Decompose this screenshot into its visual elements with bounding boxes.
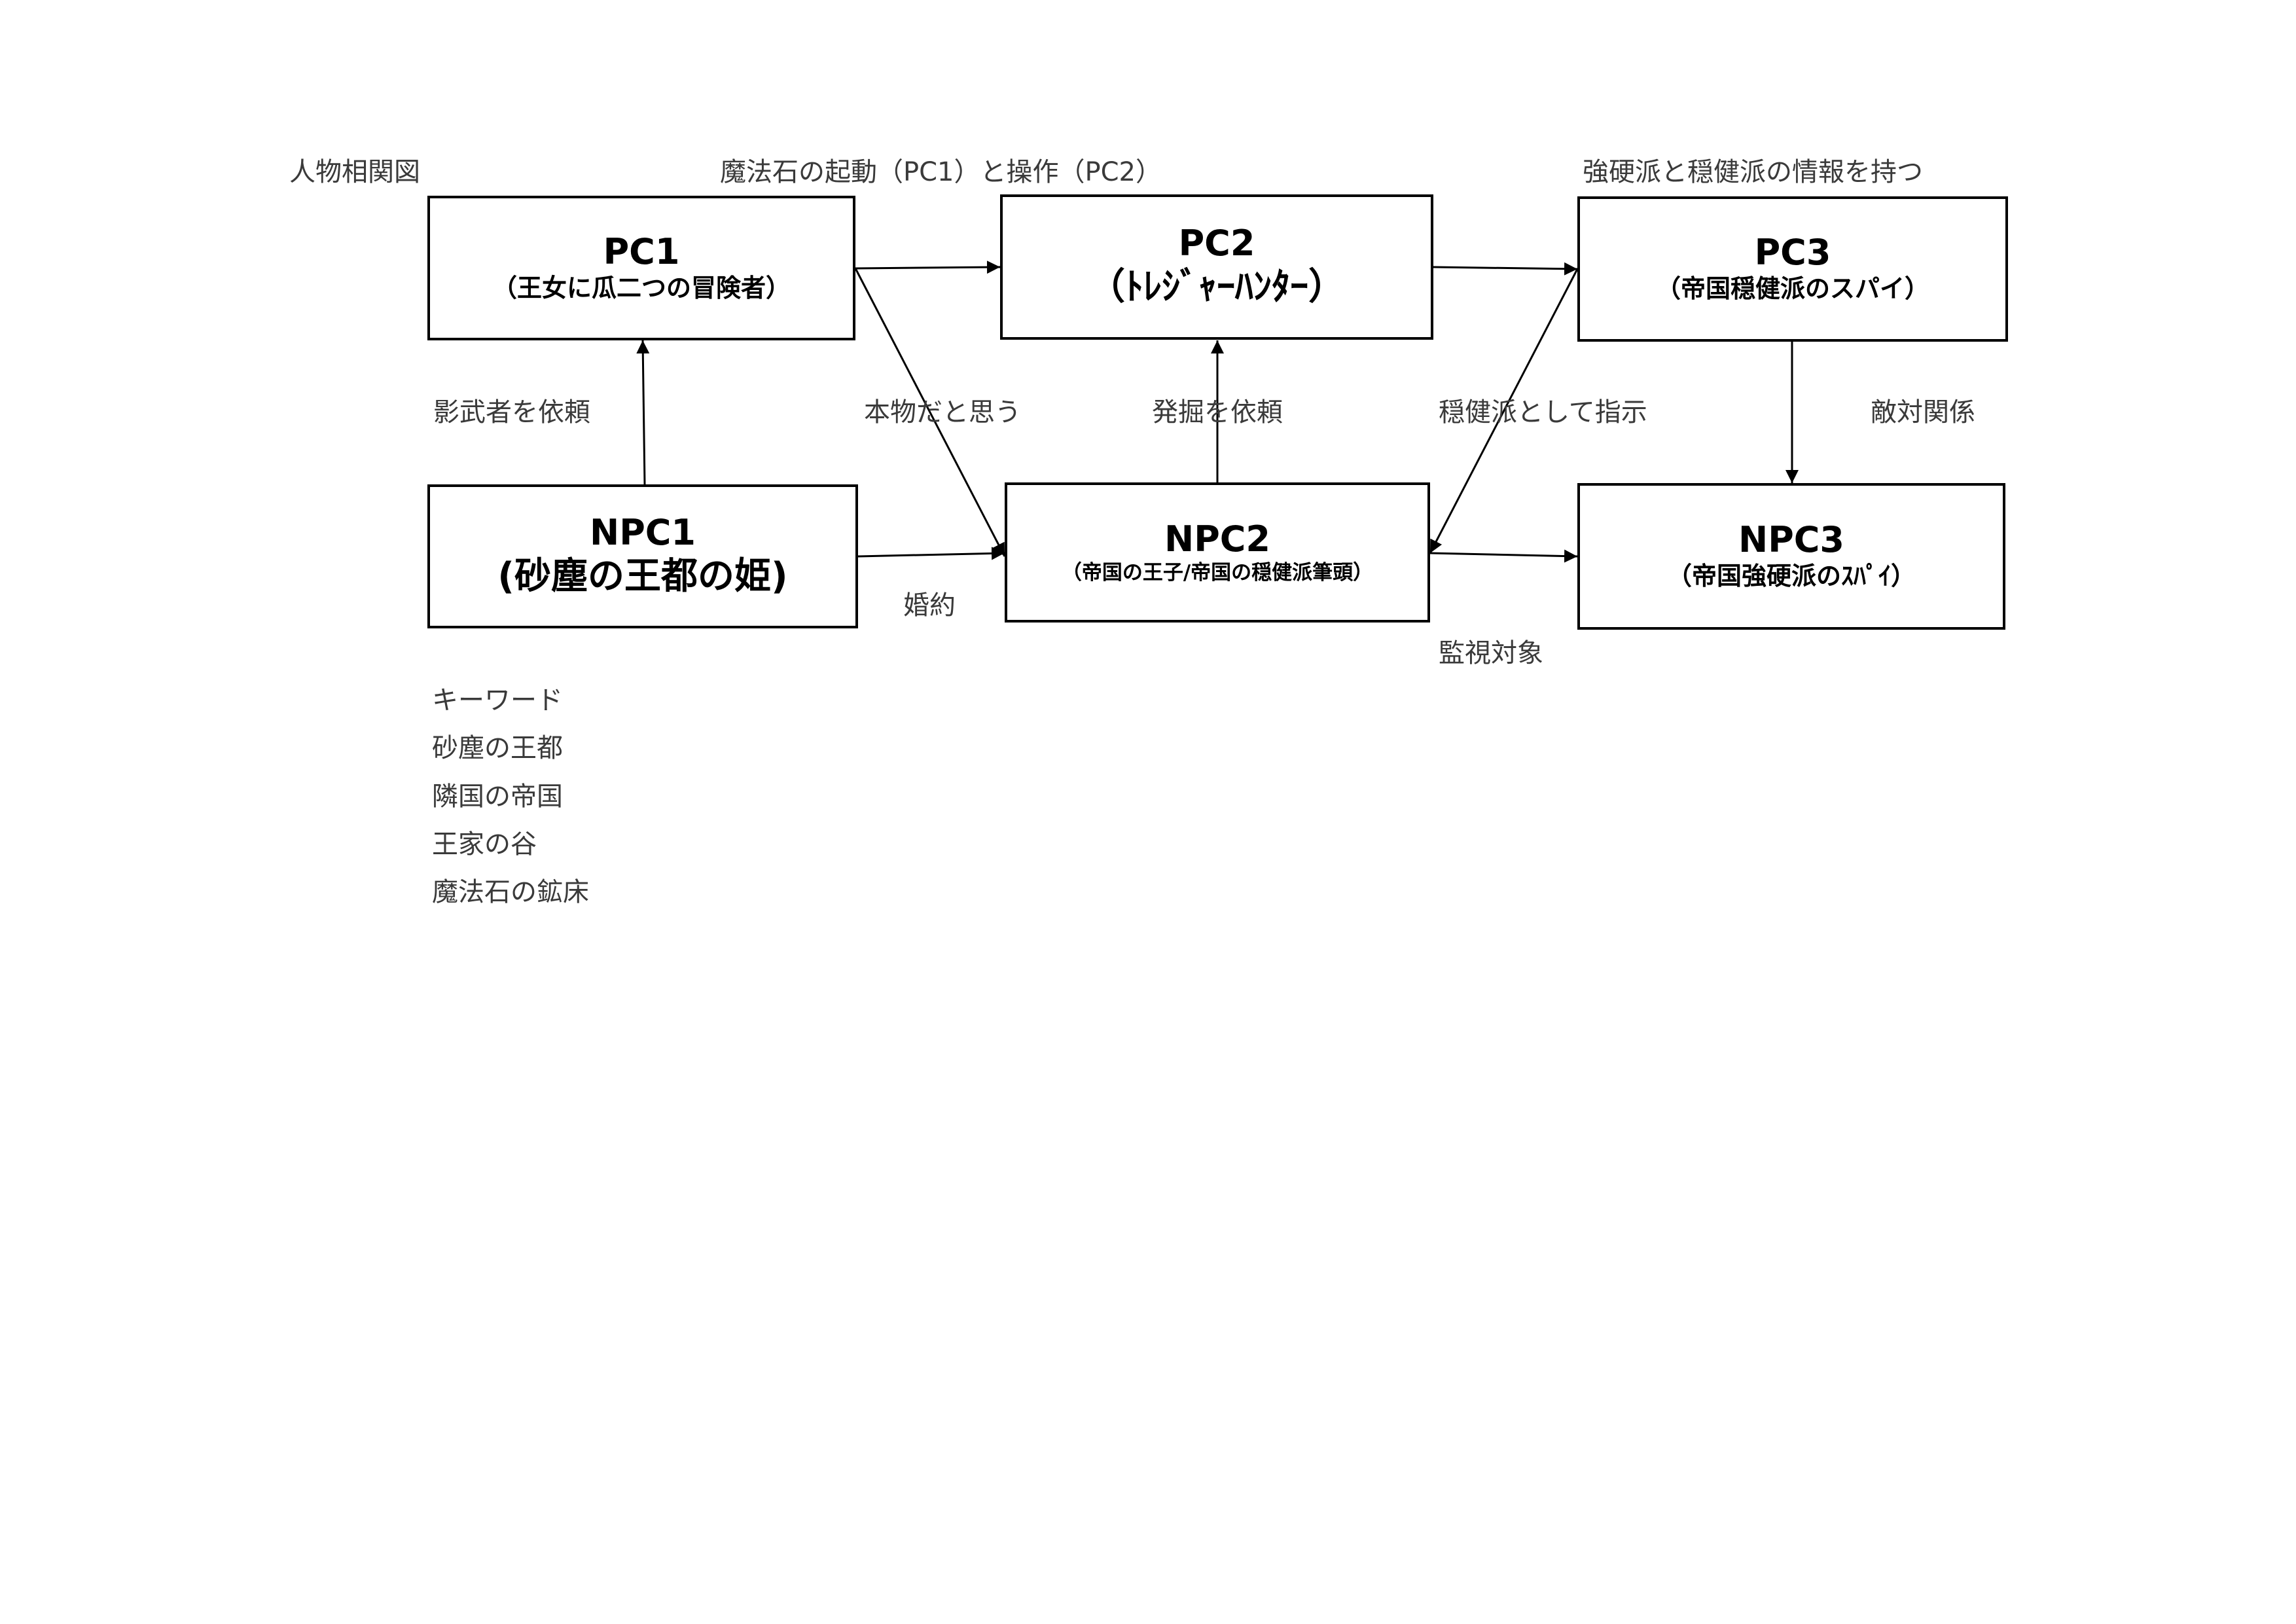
- relation-label-npc1-npc2: 婚約: [903, 590, 956, 621]
- connector-pc2-pc3: [1420, 260, 1578, 276]
- node-npc1-title: NPC1: [590, 511, 696, 553]
- connector-npc1-npc2: [844, 547, 1005, 564]
- keyword-item: 砂塵の王都: [432, 733, 563, 763]
- connector-pc1-pc2: [842, 261, 1001, 276]
- node-pc2-subtitle: （ﾄﾚｼﾞｬｰﾊﾝﾀｰ）: [1088, 265, 1345, 308]
- connector-npc2-npc3: [1416, 546, 1578, 563]
- keyword-item: 隣国の帝国: [432, 782, 563, 812]
- node-npc1-subtitle: (砂塵の王都の姫): [497, 554, 788, 598]
- relation-label-pc2-pc3: 強硬派と穏健派の情報を持つ: [1583, 157, 1923, 187]
- node-pc2-title: PC2: [1178, 222, 1255, 264]
- node-pc1-title: PC1: [603, 230, 680, 272]
- node-pc1-subtitle: （王女に瓜二つの冒険者）: [492, 273, 791, 302]
- keyword-heading: キーワード: [432, 685, 563, 715]
- node-npc3-subtitle: （帝国強硬派のｽﾊﾟｲ）: [1666, 562, 1916, 591]
- node-pc3-title: PC3: [1754, 232, 1831, 274]
- keyword-item: 魔法石の鉱床: [432, 877, 589, 907]
- node-npc2-subtitle: （帝国の王子/帝国の穏健派筆頭）: [1061, 560, 1374, 585]
- relation-label-pc3-npc2: 穏健派として指示: [1439, 397, 1647, 427]
- connector-npc1-pc1: [636, 340, 650, 485]
- node-npc3-title: NPC3: [1738, 519, 1844, 561]
- node-npc2-title: NPC2: [1164, 518, 1270, 560]
- connector-pc3-npc2: [1429, 254, 1590, 554]
- relation-label-pc3-npc3: 敵対関係: [1871, 397, 1975, 427]
- node-pc2: PC2 （ﾄﾚｼﾞｬｰﾊﾝﾀｰ）: [1000, 194, 1433, 340]
- node-npc1: NPC1 (砂塵の王都の姫): [427, 484, 858, 628]
- relation-label-npc2-pc2: 発掘を依頼: [1152, 397, 1283, 427]
- node-npc3: NPC3 （帝国強硬派のｽﾊﾟｲ）: [1577, 483, 2005, 630]
- relation-label-npc2-npc3: 監視対象: [1439, 638, 1543, 668]
- node-pc3: PC3 （帝国穏健派のスパイ）: [1577, 196, 2008, 342]
- relation-label-pc1-pc2: 魔法石の起動（PC1）と操作（PC2）: [720, 157, 1162, 187]
- node-npc2: NPC2 （帝国の王子/帝国の穏健派筆頭）: [1005, 482, 1430, 623]
- diagram-title: 人物相関図: [289, 157, 420, 187]
- node-pc1: PC1 （王女に瓜二つの冒険者）: [427, 196, 855, 340]
- relation-label-npc1-pc1: 影武者を依頼: [433, 397, 590, 427]
- keyword-item: 王家の谷: [432, 829, 537, 859]
- connector-pc1-npc2: [843, 253, 1006, 557]
- node-pc3-subtitle: （帝国穏健派のスパイ）: [1655, 274, 1929, 304]
- relation-label-pc1-npc2: 本物だと思う: [864, 397, 1021, 427]
